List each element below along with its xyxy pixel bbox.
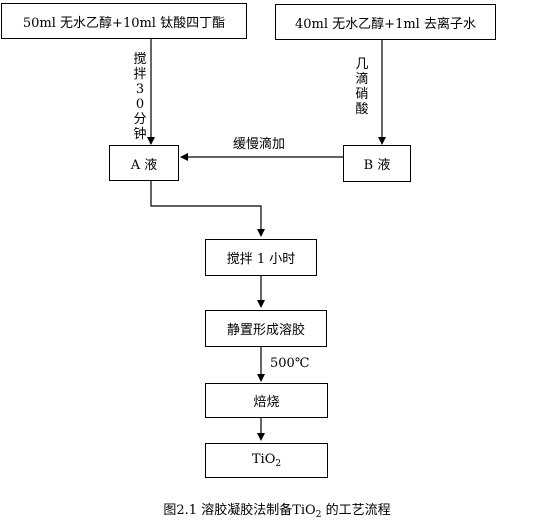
label-temperature: 500℃ (270, 356, 310, 371)
label-stir-30-min: 搅 拌 3 0 分 钟 (133, 52, 147, 142)
box-form-sol: 静置形成溶胶 (205, 310, 327, 347)
box-product-label: TiO2 (251, 452, 282, 469)
box-top-left-reagents: 50ml 无水乙醇+10ml 钛酸四丁酯 (1, 3, 247, 39)
box-b-label: B 液 (363, 158, 391, 173)
label-nitric-acid: 几 滴 硝 酸 (355, 57, 369, 117)
box-stir-label: 搅拌 1 小时 (226, 252, 296, 267)
box-a-label: A 液 (130, 157, 158, 173)
box-gel-label: 静置形成溶胶 (226, 323, 305, 338)
box-calcine: 焙烧 (205, 383, 328, 418)
box-top-right-reagents: 40ml 无水乙醇+1ml 去离子水 (275, 4, 496, 40)
arrow-a-to-stir (150, 181, 265, 237)
box-calcine-label: 焙烧 (253, 395, 280, 410)
box-solution-b: B 液 (343, 145, 411, 182)
box-solution-a: A 液 (109, 145, 179, 181)
box-stir-1-hour: 搅拌 1 小时 (205, 239, 317, 276)
box-top-right-label: 40ml 无水乙醇+1ml 去离子水 (295, 16, 476, 32)
box-product-tio2: TiO2 (205, 443, 328, 478)
figure-caption: 图2.1 溶胶凝胶法制备TiO2 的工艺流程 (163, 503, 391, 520)
label-slow-drip: 缓慢滴加 (233, 137, 286, 152)
box-top-left-label: 50ml 无水乙醇+10ml 钛酸四丁酯 (22, 15, 226, 31)
